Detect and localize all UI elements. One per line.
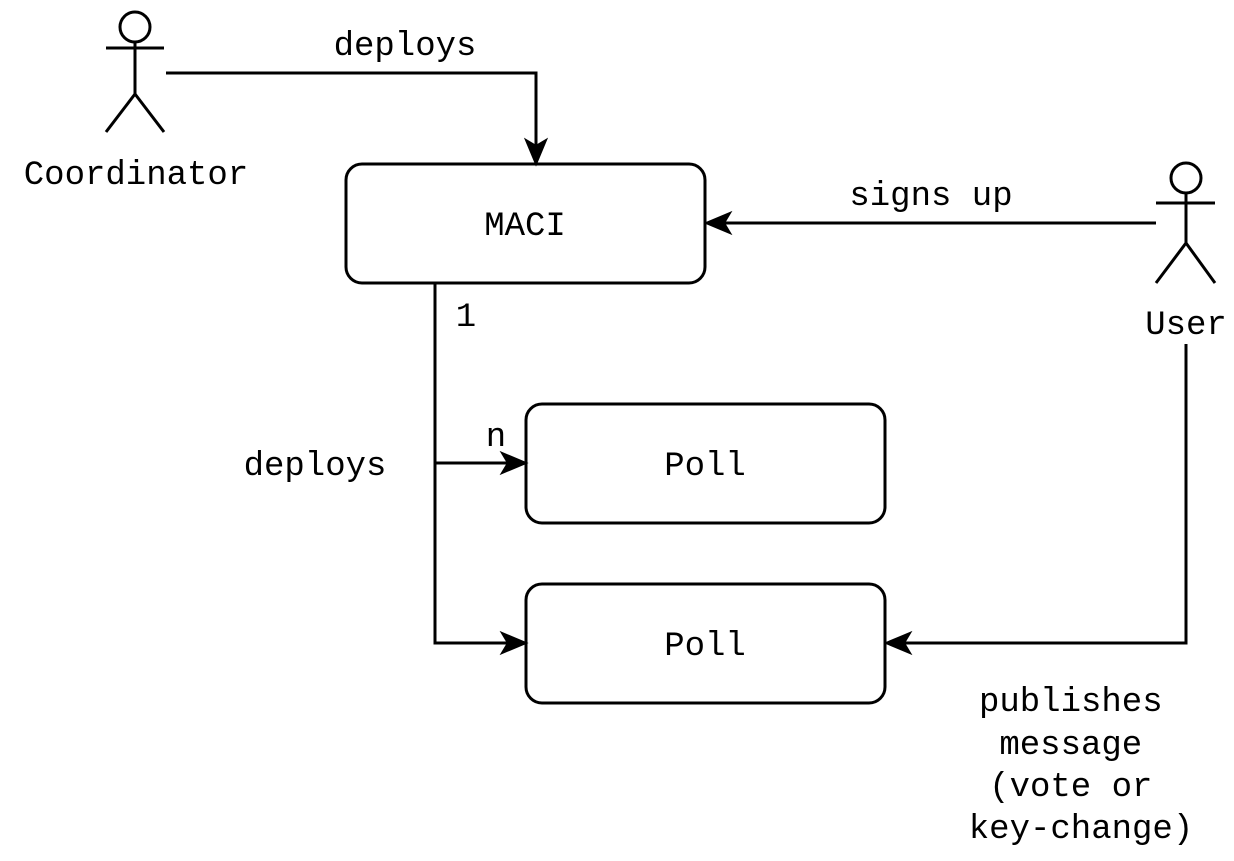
coordinator-actor: Coordinator <box>24 10 248 195</box>
user-left-leg <box>1154 242 1188 284</box>
edge-maci-deploys-trunk <box>433 284 512 645</box>
user-actor: User <box>1145 161 1227 345</box>
edge-maci-deploys-arrowhead-1 <box>499 450 529 476</box>
edge-user-publishes-message: publishes message (vote or key-change) <box>883 344 1193 849</box>
edge-user-publishes-line <box>900 344 1188 645</box>
user-right-leg <box>1184 242 1217 284</box>
edge-coordinator-deploys-maci: deploys <box>166 28 549 167</box>
multiplicity-n-label: n <box>486 419 506 457</box>
user-label: User <box>1145 307 1227 345</box>
publishes-line-2: message <box>999 727 1142 765</box>
edge-user-signs-up: signs up <box>703 178 1156 236</box>
edge-user-signs-up-label: signs up <box>849 178 1012 216</box>
user-head <box>1169 161 1203 195</box>
publishes-line-1: publishes <box>979 684 1163 722</box>
edge-user-publishes-arrowhead <box>883 630 913 656</box>
coordinator-left-leg <box>104 93 137 133</box>
edge-coordinator-deploys-line <box>166 71 538 150</box>
poll-label-2: Poll <box>664 628 746 666</box>
edge-maci-deploys-polls: deploys 1 n <box>244 284 529 656</box>
edge-user-publishes-label: publishes message (vote or key-change) <box>969 684 1193 849</box>
multiplicity-one-label: 1 <box>456 299 476 337</box>
poll-node-1: Poll <box>524 402 887 525</box>
coordinator-head <box>118 10 152 44</box>
publishes-line-4: key-change) <box>969 811 1193 849</box>
edge-coordinator-deploys-arrowhead <box>523 137 549 167</box>
maci-node: MACI <box>344 162 707 285</box>
coordinator-label: Coordinator <box>24 157 248 195</box>
poll-label-1: Poll <box>664 448 746 486</box>
edge-coordinator-deploys-label: deploys <box>334 28 477 66</box>
edge-maci-deploys-arrowhead-2 <box>499 630 529 656</box>
publishes-line-3: (vote or <box>989 769 1152 807</box>
edge-user-signs-up-arrowhead <box>703 210 733 236</box>
maci-label: MACI <box>484 208 566 246</box>
coordinator-right-leg <box>133 93 166 133</box>
edge-maci-deploys-label: deploys <box>244 448 387 486</box>
poll-node-2: Poll <box>524 582 887 705</box>
